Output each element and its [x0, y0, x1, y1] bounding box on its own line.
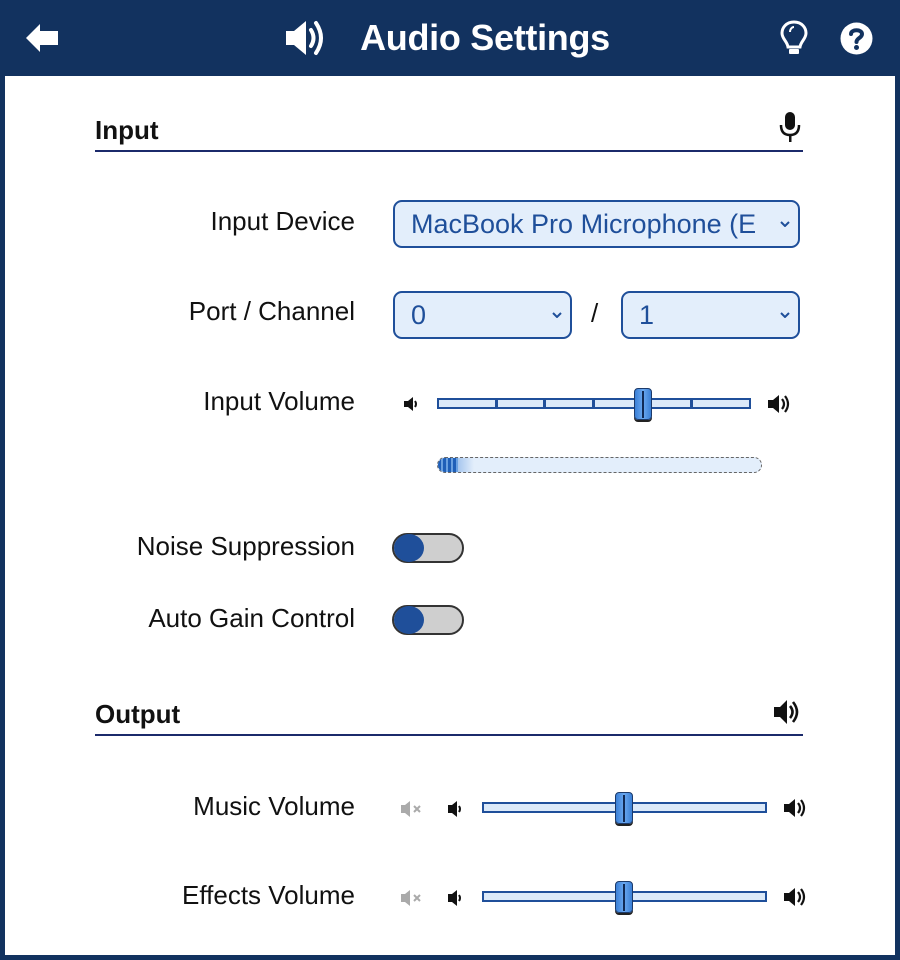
slider-tick: [690, 399, 693, 408]
input-volume-thumb[interactable]: [634, 388, 652, 420]
page-title: Audio Settings: [360, 17, 610, 58]
question-circle-icon[interactable]: [840, 22, 873, 55]
music-volume-label: Music Volume: [193, 791, 355, 821]
slider-tick: [592, 399, 595, 408]
microphone-icon: [779, 112, 801, 142]
lightbulb-icon[interactable]: [780, 20, 808, 56]
speaker-low-icon: [404, 397, 417, 411]
output-section-title: Output: [95, 699, 181, 729]
port-channel-separator: /: [591, 298, 599, 328]
input-level-meter: [437, 457, 762, 473]
level-meter-fade: [458, 458, 474, 472]
speaker-low-icon[interactable]: [447, 889, 463, 907]
speaker-high-icon[interactable]: [783, 886, 807, 908]
channel-select[interactable]: 1: [621, 291, 800, 339]
input-section-title: Input: [95, 115, 159, 145]
noise-suppression-label: Noise Suppression: [136, 531, 355, 561]
input-device-value: MacBook Pro Microphone (E: [411, 209, 757, 239]
speaker-muted-icon[interactable]: [400, 800, 424, 818]
port-select[interactable]: 0: [393, 291, 572, 339]
output-section-header: Output: [95, 686, 803, 736]
input-device-select[interactable]: MacBook Pro Microphone (E: [393, 200, 800, 248]
speaker-high-icon: [774, 700, 799, 724]
speaker-high-icon: [768, 395, 790, 413]
chevron-down-icon: [778, 293, 792, 337]
input-section-header: Input: [95, 102, 803, 152]
input-volume-label: Input Volume: [203, 386, 355, 416]
effects-volume-thumb[interactable]: [615, 881, 633, 913]
effects-volume-label: Effects Volume: [182, 880, 355, 910]
slider-tick: [495, 399, 498, 408]
channel-value: 1: [639, 300, 655, 330]
music-volume-thumb[interactable]: [615, 792, 633, 824]
chevron-down-icon: [550, 293, 564, 337]
input-volume-slider[interactable]: [437, 398, 751, 409]
auto-gain-label: Auto Gain Control: [148, 603, 355, 633]
speaker-high-icon[interactable]: [783, 797, 807, 819]
toggle-knob: [394, 606, 424, 634]
speaker-muted-icon[interactable]: [400, 889, 424, 907]
chevron-down-icon: [778, 202, 792, 246]
port-channel-label: Port / Channel: [188, 296, 355, 326]
port-value: 0: [411, 300, 427, 330]
input-device-label: Input Device: [210, 206, 355, 236]
title-group: Audio Settings: [0, 0, 900, 76]
header-bar: Audio Settings: [0, 0, 900, 76]
settings-panel: Input Input Device MacBook Pro Microphon…: [5, 76, 895, 955]
speaker-low-icon[interactable]: [447, 800, 463, 818]
speaker-icon: [286, 21, 324, 55]
toggle-knob: [394, 534, 424, 562]
auto-gain-toggle[interactable]: [392, 605, 464, 635]
arrow-left-icon[interactable]: [26, 24, 60, 52]
noise-suppression-toggle[interactable]: [392, 533, 464, 563]
slider-tick: [543, 399, 546, 408]
level-meter-fill: [438, 458, 458, 472]
